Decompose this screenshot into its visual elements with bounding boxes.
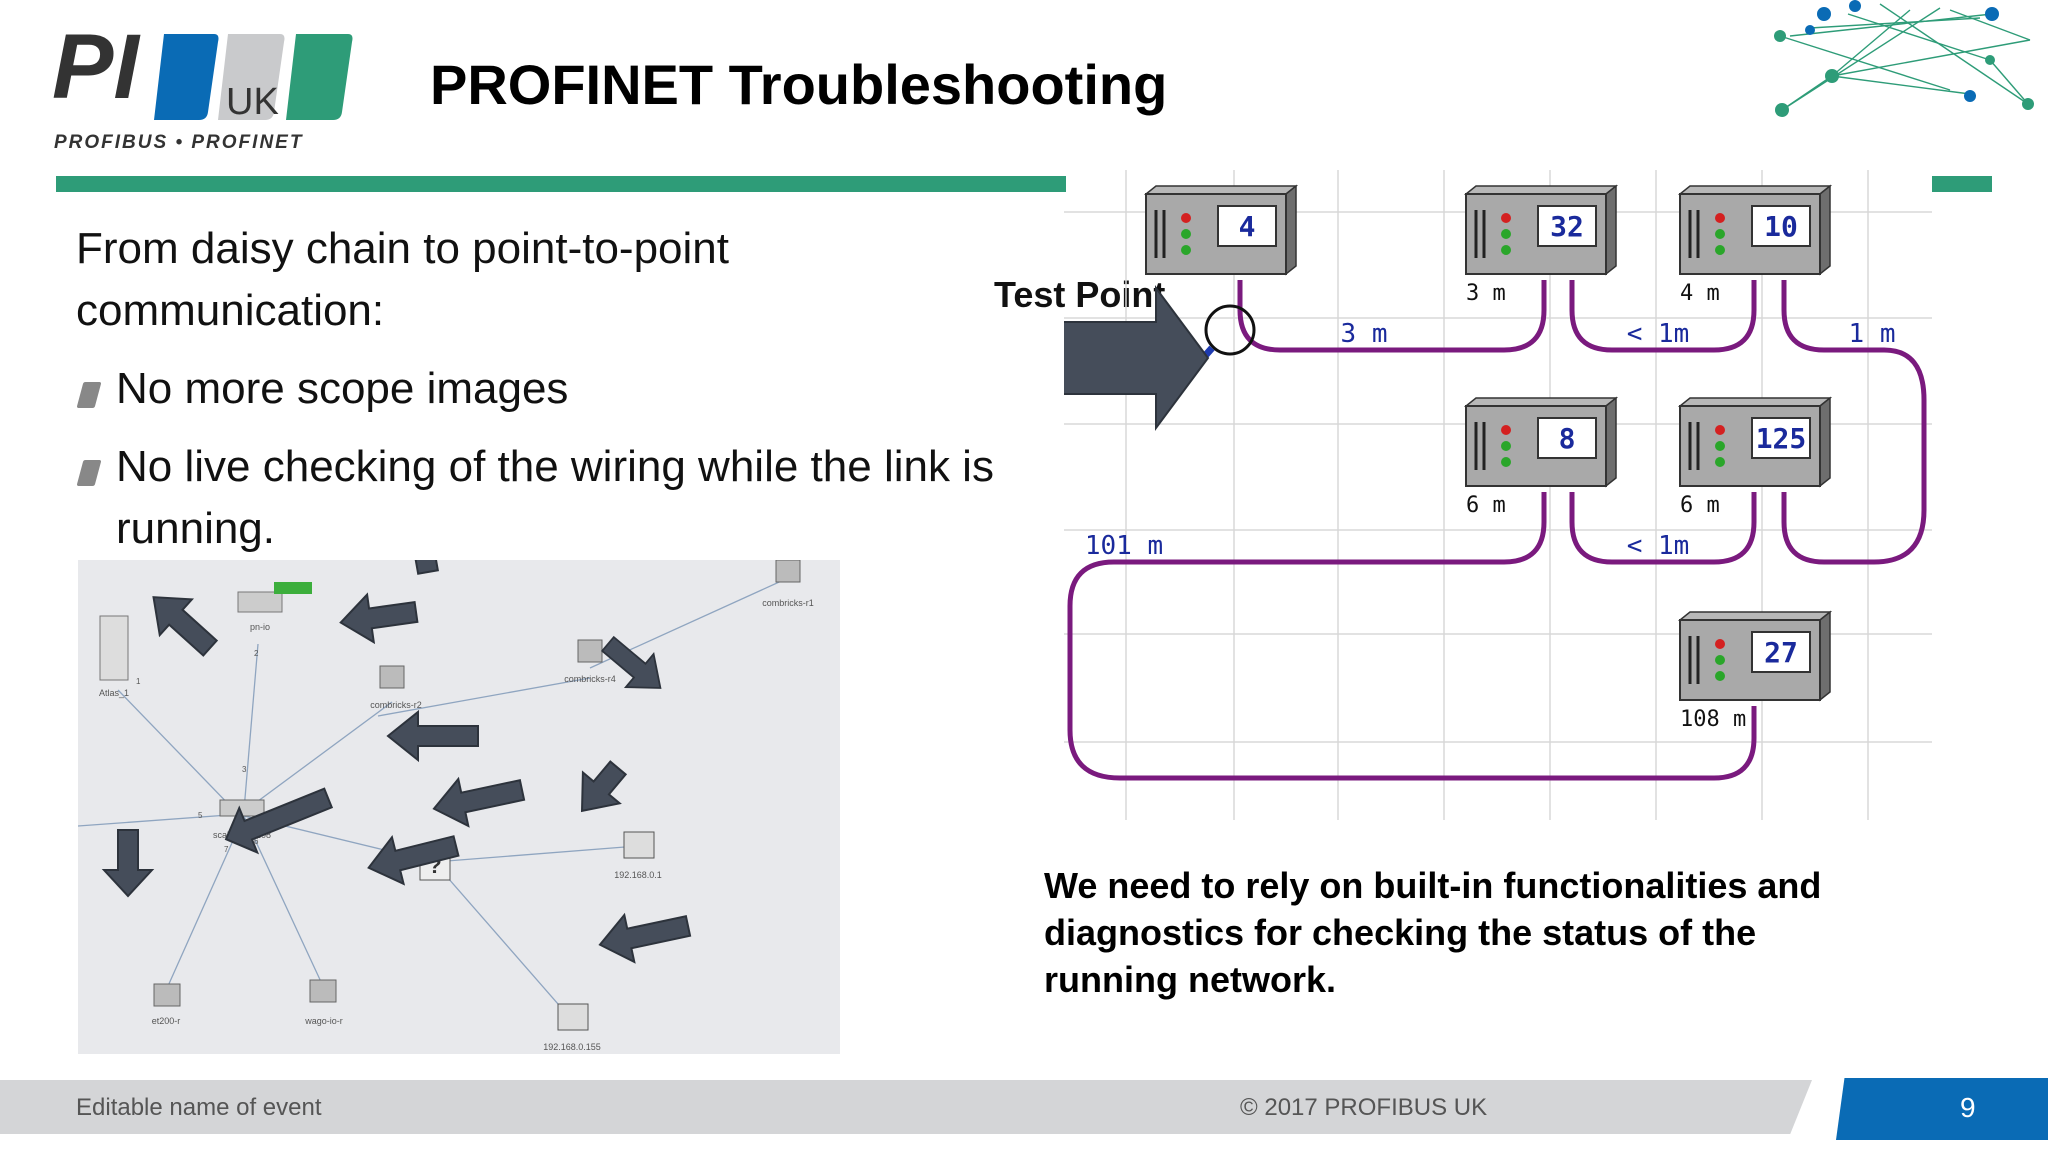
ring-device-cable-length: 108 m [1680, 707, 1746, 732]
bullet-marker-icon [76, 382, 102, 408]
topology-device: et200-r [152, 983, 181, 1026]
ring-device: 27 108 m [1677, 610, 1833, 732]
ring-device-id: 8 [1559, 422, 1576, 455]
port-number: 5 [198, 811, 203, 820]
logo-subtitle: PROFIBUS • PROFINET [54, 132, 303, 153]
ring-topology-diagram: 4 32 3 m 10 4 m 8 6 m 125 6 m 27 108 m 3 m < 1m 1 … [1064, 170, 1932, 820]
logo-uk: UK [226, 81, 279, 123]
svg-text:192.168.0.1: 192.168.0.1 [614, 870, 662, 880]
page-number-badge [1836, 1078, 2048, 1140]
bullet-text: No more scope images [116, 364, 569, 413]
footer-bar [0, 1080, 1812, 1134]
svg-text:et200-r: et200-r [152, 1016, 181, 1026]
ring-device-cable-length: 4 m [1680, 281, 1720, 306]
ring-device-id: 4 [1239, 210, 1256, 243]
topology-device: 192.168.0.155 [543, 1003, 601, 1052]
ring-device-cable-length: 3 m [1466, 281, 1506, 306]
ring-device: 32 3 m [1463, 184, 1619, 306]
topology-device: 192.168.0.1 [614, 831, 662, 880]
ring-device-id: 32 [1550, 210, 1584, 243]
bullet-item: No more scope images [76, 358, 996, 420]
page-number: 9 [1960, 1092, 1976, 1123]
note-text: We need to rely on built-in functionalit… [1044, 865, 1822, 1000]
svg-text:Atlas_1: Atlas_1 [99, 688, 129, 698]
bullet-text: No live checking of the wiring while the… [116, 442, 994, 553]
segment-label: 101 m [1085, 531, 1163, 561]
footer-copyright: © 2017 PROFIBUS UK [1240, 1094, 1488, 1121]
bullet-marker-icon [76, 460, 102, 486]
ring-device: 4 [1143, 184, 1299, 276]
footer-event-name: Editable name of event [76, 1094, 322, 1121]
svg-text:wago-io-r: wago-io-r [304, 1016, 343, 1026]
port-number: 2 [254, 649, 259, 658]
ring-device: 10 4 m [1677, 184, 1833, 306]
ring-device-cable-length: 6 m [1466, 493, 1506, 518]
topology-device: wago-io-r [304, 979, 343, 1026]
ring-device-cable-length: 6 m [1680, 493, 1720, 518]
svg-text:pn-io: pn-io [250, 622, 270, 632]
svg-text:192.168.0.155: 192.168.0.155 [543, 1042, 601, 1052]
test-point-label: Test Point [994, 274, 1166, 315]
ring-device-id: 125 [1756, 422, 1807, 455]
segment-label: 3 m [1341, 319, 1388, 349]
network-topology-image: Atlas_1 pn-io combricks-r2 combricks-r4 … [78, 560, 840, 1054]
logo-letters: PI [52, 30, 141, 118]
svg-text:combricks-r4: combricks-r4 [564, 674, 616, 684]
intro-text: From daisy chain to point-to-point commu… [76, 224, 729, 335]
ring-device-id: 10 [1764, 210, 1798, 243]
segment-label: < 1m [1627, 319, 1690, 349]
port-number: 7 [224, 845, 229, 854]
accent-bar-right [1932, 176, 1992, 192]
ring-device-id: 27 [1764, 636, 1798, 669]
bullet-item: No live checking of the wiring while the… [76, 436, 996, 560]
port-number: 6 [254, 837, 259, 846]
page-title: PROFINET Troubleshooting [430, 53, 1168, 116]
segment-label: 1 m [1849, 319, 1896, 349]
test-point-arrow-icon [1064, 284, 1210, 432]
pi-uk-logo: PI UK PROFIBUS • PROFINET [52, 16, 372, 160]
topology-device: Atlas_1 [99, 615, 129, 698]
ring-device: 125 6 m [1677, 396, 1833, 518]
segment-label: < 1m [1627, 531, 1690, 561]
topology-device: combricks-r1 [762, 560, 814, 608]
port-number: 3 [242, 765, 247, 774]
svg-text:combricks-r2: combricks-r2 [370, 700, 422, 710]
ring-device: 8 6 m [1463, 396, 1619, 518]
port-number: 1 [136, 677, 141, 686]
topology-device: pn-io [237, 582, 312, 632]
svg-text:combricks-r1: combricks-r1 [762, 598, 814, 608]
accent-bar [56, 176, 1066, 192]
topology-device: combricks-r2 [370, 665, 422, 710]
network-decoration [1774, 0, 2034, 117]
